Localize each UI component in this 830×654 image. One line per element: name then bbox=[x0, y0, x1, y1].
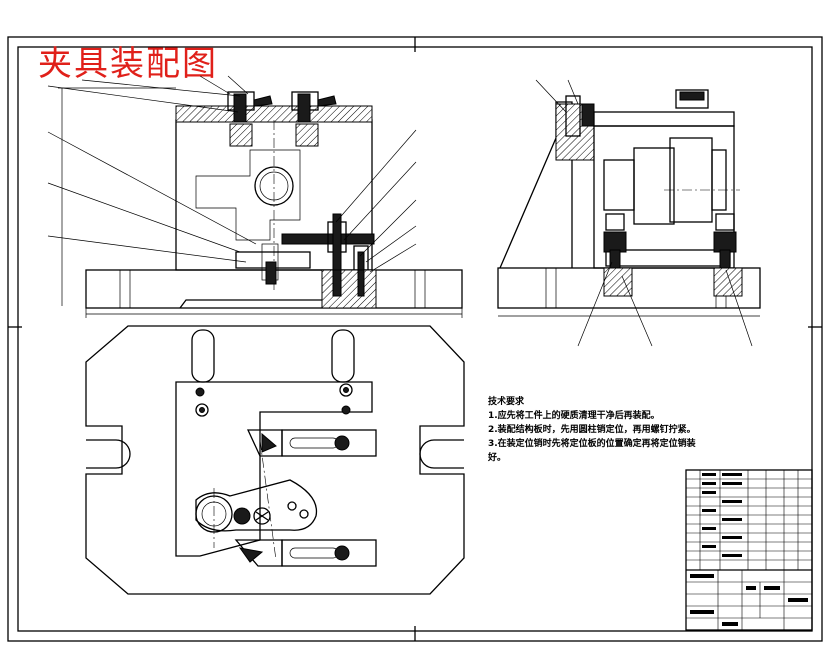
side-view bbox=[497, 79, 761, 347]
tech-note-item-2: 2.装配结构板时，先用圆柱销定位，再用螺钉拧紧。 bbox=[488, 423, 696, 435]
front-view bbox=[47, 75, 463, 318]
technical-requirements: 技术要求 1.应先将工件上的硬质清理干净后再装配。 2.装配结构板时，先用圆柱销… bbox=[487, 395, 697, 463]
title-block bbox=[685, 469, 813, 631]
drawing-frame bbox=[7, 36, 823, 642]
tech-note-item-3: 3.在装定位销时先将定位板的位置确定再将定位销装 bbox=[488, 437, 697, 449]
tech-note-item-4: 好。 bbox=[487, 451, 506, 463]
drawing-title: 夹具装配图 bbox=[38, 44, 218, 84]
top-view bbox=[85, 325, 465, 595]
tech-notes-heading: 技术要求 bbox=[488, 395, 525, 407]
tech-note-item-1: 1.应先将工件上的硬质清理干净后再装配。 bbox=[488, 409, 660, 421]
parts-list-grid bbox=[686, 470, 812, 630]
